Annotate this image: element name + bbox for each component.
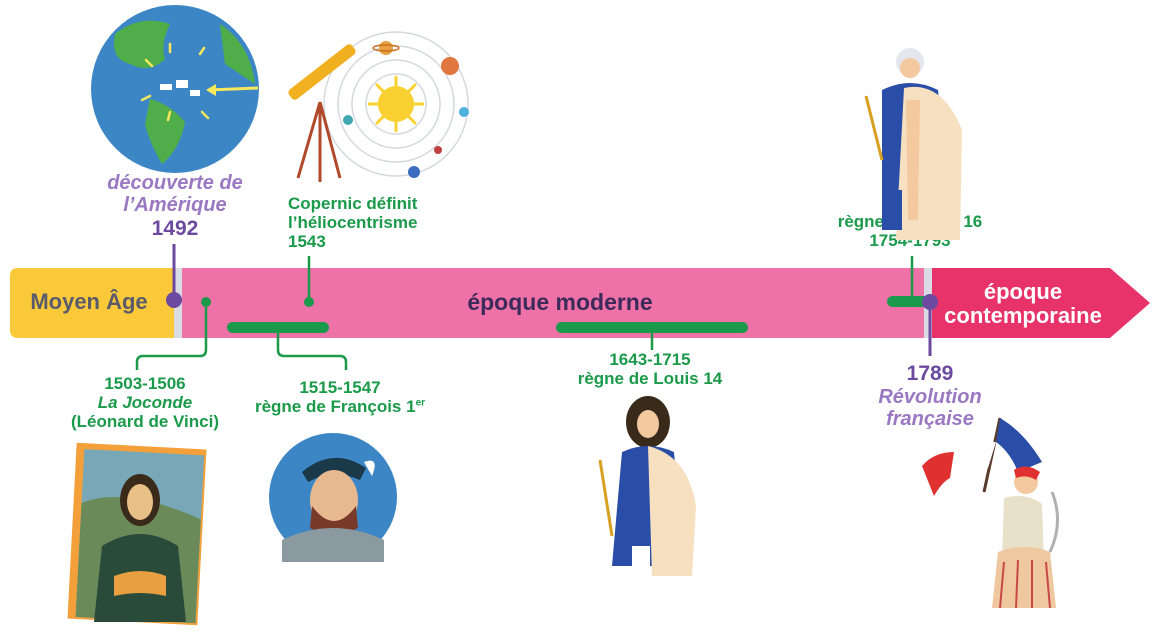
range-louis14 <box>556 322 748 333</box>
louis14-label: règne de Louis 14 <box>560 369 740 388</box>
louis14-years: 1643-1715 <box>560 350 740 369</box>
copernic-line1: Copernic définit <box>288 194 438 213</box>
marker-1789 <box>922 294 938 310</box>
joconde-illustration <box>62 446 212 626</box>
joconde-caption: 1503-1506 La Joconde (Léonard de Vinci) <box>55 374 235 431</box>
marker-1492 <box>166 292 182 308</box>
joconde-author: (Léonard de Vinci) <box>55 412 235 431</box>
copernic-line2: l’héliocentrisme <box>288 213 438 232</box>
louis14-caption: 1643-1715 règne de Louis 14 <box>560 350 740 388</box>
revolution-year: 1789 <box>855 362 1005 386</box>
joconde-years: 1503-1506 <box>55 374 235 393</box>
francois1-caption: 1515-1547 règne de François 1er <box>240 378 440 416</box>
amerique-caption-line2: l’Amérique <box>90 194 260 216</box>
amerique-caption: découverte de l’Amérique 1492 <box>90 172 260 240</box>
revolution-line1: Révolution <box>855 386 1005 408</box>
revolution-illustration <box>914 412 1064 628</box>
range-francois1 <box>227 322 329 333</box>
francois1-label: règne de François 1 <box>255 397 416 416</box>
amerique-year: 1492 <box>90 217 260 241</box>
francois1-label-wrap: règne de François 1er <box>240 397 440 416</box>
louis16-illustration <box>852 40 972 250</box>
copernic-year: 1543 <box>288 232 438 251</box>
francois1-illustration <box>268 432 398 562</box>
louis14-illustration <box>592 396 702 586</box>
francois1-sup: er <box>416 397 425 408</box>
marker-copernic <box>304 297 314 307</box>
joconde-title: La Joconde <box>55 393 235 412</box>
connector-joconde <box>137 302 206 370</box>
amerique-caption-line1: découverte de <box>90 172 260 194</box>
telescope-solar-system-illustration <box>278 32 478 182</box>
francois1-years: 1515-1547 <box>240 378 440 397</box>
copernic-caption: Copernic définit l’héliocentrisme 1543 <box>288 194 438 251</box>
globe-illustration <box>90 4 260 174</box>
connector-francois1 <box>278 333 346 370</box>
